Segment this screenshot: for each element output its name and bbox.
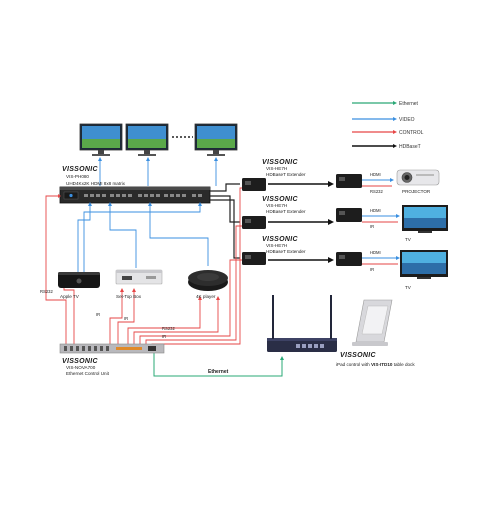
legend-video-label: VIDEO [399,117,415,123]
matrix-model: VIS-PH080 [66,174,89,179]
extender-1-hdbaset-arrow [328,181,334,187]
extender-2-brand: VISSONIC [262,196,298,203]
dock-description: iPad control with VIS-ITD10 table dock [336,362,415,367]
dock-description-model: VIS-ITD10 [371,362,393,367]
tv-2 [400,250,448,279]
control-unit-description: Ethernet Control Unit [66,371,110,376]
extender-2-hdbaset-arrow [328,219,334,225]
monitor-1 [79,123,123,156]
extender-1-description: HDBaseT Extender [266,172,306,177]
extender-2-receiver [336,208,362,222]
extender-1-signal: HDMI [370,172,381,177]
legend-ethernet-label: Ethernet [399,101,419,107]
ethernet-label: Ethernet [208,369,229,375]
control-unit-model: VIS-NOVA700 [66,365,96,370]
set-top-box-device [115,269,163,285]
monitor-video-links [99,160,217,186]
monitor-2 [125,123,169,156]
matrix-description: UHD4Kx2K HDMI 8x8 matrix [66,181,126,186]
appletv-rs232-label: RS232 [40,289,53,294]
extender-3-signal: HDMI [370,250,381,255]
extender-1-video-arrow [390,178,394,182]
extender-1-brand: VISSONIC [262,159,298,166]
projector [396,169,440,186]
wifi-router [267,295,337,352]
extender-1-display: PROJECTOR [402,189,431,194]
extender-1-receiver [336,174,362,188]
control-rs232-label: RS232 [162,326,175,331]
extender-3-control: IR [370,267,374,272]
control-unit-device [59,343,165,354]
monitor-video-arrows [98,157,218,161]
source-video-links [77,204,209,272]
extender-1-control: RS232 [370,189,383,194]
extender-3-hdbaset-arrow [328,257,334,263]
legend-video-arrow [393,117,397,121]
legend-control-label: CONTROL [399,130,424,136]
ethernet-link [153,352,283,377]
source-video-arrows [88,202,202,206]
dock-description-prefix: iPad control with [336,362,371,367]
dock-description-suffix: table dock [392,362,415,367]
extender-3-video-arrow [396,256,400,260]
4k-player-label: 4K player [196,294,216,299]
extender-2-control: IR [370,224,374,229]
legend: Ethernet VIDEO CONTROL HDBaseT [352,101,424,150]
extender-2-transmitter [242,216,266,229]
monitor-3 [194,123,238,156]
legend-ethernet-arrow [393,101,397,105]
extender-3-brand: VISSONIC [262,236,298,243]
stb-ir-label-2: IR [124,316,128,321]
extender-3-receiver [336,252,362,266]
control-ir-label: IR [162,334,166,339]
extender-3-description: HDBaseT Extender [266,249,306,254]
extender-1-model: VIS-HE7H [266,166,287,171]
extender-1-transmitter [242,178,266,191]
extender-3-transmitter [242,252,266,265]
ethernet-arrow [280,356,284,360]
extender-3-model: VIS-HE7H [266,243,287,248]
control-unit-brand: VISSONIC [62,358,98,365]
extender-2-signal: HDMI [370,208,381,213]
legend-hdbaset-label: HDBaseT [399,144,421,150]
tv-1 [402,205,448,233]
set-top-box-label: Set-Top Box [116,294,142,299]
stb-ir-label-1: IR [96,312,100,317]
hdbaset-matrix-links [210,183,240,259]
hdmi-matrix-device [59,186,211,204]
ipad-dock [352,299,393,346]
extender-2-model: VIS-HE7H [266,203,287,208]
extender-2-description: HDBaseT Extender [266,209,306,214]
apple-tv-device [58,272,100,288]
legend-hdbaset-arrow [393,144,397,148]
legend-control-arrow [393,130,397,134]
extender-3-display: TV [405,285,412,290]
apple-tv-label: Apple TV [60,294,80,299]
extender-2-display: TV [405,237,412,242]
matrix-brand: VISSONIC [62,166,98,173]
4k-player-device [188,270,228,291]
extender-2-video-arrow [396,214,400,218]
dock-brand: VISSONIC [340,352,376,359]
